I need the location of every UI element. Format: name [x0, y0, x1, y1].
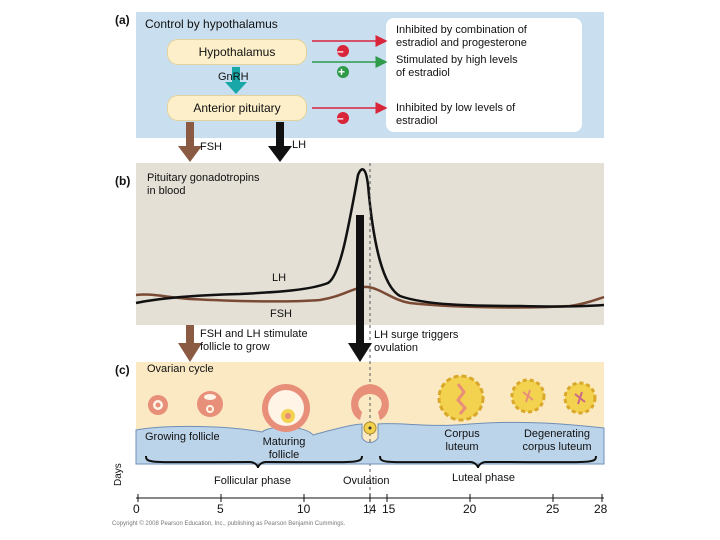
corpus-luteum-label-line2: luteum	[445, 441, 479, 453]
panel-b-tag: (b)	[115, 174, 131, 188]
minus-sign: –	[337, 44, 344, 58]
note-inhibited-line1: Inhibited by combination of	[396, 24, 527, 36]
day-tick-label: 14	[363, 502, 377, 516]
luteal-phase-label: Luteal phase	[452, 472, 515, 484]
growing-follicle	[197, 391, 223, 417]
panel-c-tag: (c)	[115, 363, 130, 377]
degenerating-corpus-luteum	[510, 378, 546, 414]
maturing-follicle-label-line2: follicle	[268, 449, 300, 461]
minus-circle	[337, 45, 349, 57]
gnrh-arrow	[225, 67, 247, 94]
day-tick-label: 10	[297, 502, 311, 516]
degenerating-label-line2: corpus luteum	[522, 441, 592, 453]
copyright-notice: Copyright © 2008 Pearson Education, Inc.…	[112, 521, 346, 527]
ovulation-label: Ovulation	[343, 475, 390, 487]
stimulate-line2: follicle to grow	[200, 341, 270, 353]
stimulate-line1: FSH and LH stimulate	[200, 328, 308, 340]
maturing-follicle-label-line1: Maturing	[262, 436, 306, 448]
minus-sign: –	[337, 111, 344, 125]
note-stimulated-line1: Stimulated by high levels	[396, 54, 518, 66]
corpus-luteum-label-line1: Corpus	[444, 428, 480, 440]
day-tick-label: 20	[463, 502, 477, 516]
note-low-line1: Inhibited by low levels of	[396, 102, 516, 114]
panel-c-title: Ovarian cycle	[147, 363, 214, 375]
fsh-release-arrow	[178, 122, 202, 162]
day-tick-label: 5	[217, 502, 224, 516]
panel-a-tag: (a)	[115, 13, 130, 27]
fsh-curve-label: FSH	[270, 308, 292, 320]
panel-a-title: Control by hypothalamus	[145, 17, 278, 31]
note-inhibited-line2: estradiol and progesterone	[396, 37, 527, 49]
note-low-line2: estradiol	[396, 115, 438, 127]
growing-follicle-small	[148, 395, 168, 415]
day-tick-label: 25	[546, 502, 560, 516]
growing-follicle-label: Growing follicle	[145, 431, 220, 443]
lh-surge-arrow	[348, 215, 372, 362]
maturing-follicle	[262, 384, 310, 432]
ovary-tissue	[135, 421, 605, 465]
day-tick-label: 28	[594, 502, 608, 516]
gnrh-label: GnRH	[218, 71, 249, 83]
day-tick-label: 15	[382, 502, 396, 516]
hypothalamus-box: Hypothalamus	[167, 39, 307, 65]
lh-curve	[135, 168, 605, 308]
days-axis-label: Days	[113, 463, 124, 486]
follicular-phase-brace	[145, 455, 363, 469]
plus-circle	[337, 66, 349, 78]
follicular-phase-label: Follicular phase	[214, 475, 292, 487]
stimulate-follicle-arrow	[178, 325, 202, 362]
degenerating-corpus-luteum	[563, 381, 597, 415]
fsh-label: FSH	[200, 141, 222, 153]
degenerating-label-line1: Degenerating	[523, 428, 591, 440]
lh-curve-label: LH	[272, 272, 287, 284]
ovulating-follicle	[351, 384, 389, 435]
hormone-notes-box	[386, 18, 582, 132]
corpus-luteum	[437, 374, 485, 422]
day-tick-label: 0	[133, 502, 140, 516]
surge-line2: ovulation	[374, 342, 419, 354]
minus-circle	[337, 112, 349, 124]
anterior-pituitary-box: Anterior pituitary	[167, 95, 307, 121]
surge-line1: LH surge triggers	[374, 329, 459, 341]
lh-release-arrow	[268, 122, 292, 162]
luteal-phase-brace	[379, 455, 597, 469]
plus-sign: +	[338, 65, 346, 79]
panel-b-title-line2: in blood	[147, 185, 186, 197]
panel-b-title-line1: Pituitary gonadotropins	[147, 172, 260, 184]
note-stimulated-line2: of estradiol	[396, 67, 450, 79]
lh-label: LH	[292, 139, 307, 151]
